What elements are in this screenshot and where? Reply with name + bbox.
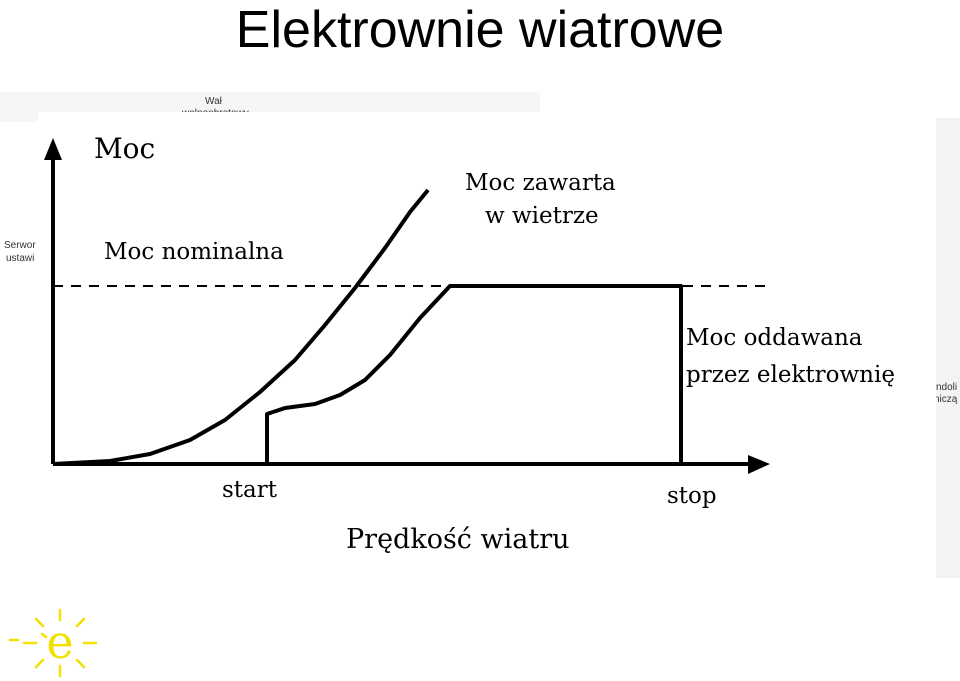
x-axis-label: Prędkość wiatru — [346, 524, 570, 555]
output-power-label-line2: przez elektrownię — [686, 362, 895, 388]
nominal-power-label: Moc nominalna — [104, 239, 284, 265]
output-power-curve — [265, 284, 683, 464]
slide-title: Elektrownie wiatrowe — [235, 1, 725, 59]
logo-letter: e — [46, 615, 73, 669]
background-fragment-label: Wał — [205, 96, 222, 107]
stop-label: stop — [667, 483, 717, 509]
diagram-panel — [38, 112, 936, 580]
output-power-label-line1: Moc oddawana — [686, 325, 863, 351]
wind-power-label-line1: Moc zawarta — [465, 170, 616, 196]
start-label: start — [222, 477, 278, 503]
sun-e-logo-icon: e — [8, 608, 98, 678]
background-fragment-label: ustawi — [6, 253, 35, 264]
wind-power-curve — [52, 188, 430, 466]
background-fragment-label: niczą — [934, 394, 958, 405]
wind-power-label-line2: w wietrze — [485, 203, 599, 229]
background-fragment-label: ndoli — [936, 382, 958, 393]
x-axis-arrow-icon — [748, 455, 770, 474]
background-fragment-label: Serwor — [4, 240, 36, 251]
y-axis-label: Moc — [94, 132, 155, 165]
y-axis-arrow-icon — [44, 138, 62, 160]
